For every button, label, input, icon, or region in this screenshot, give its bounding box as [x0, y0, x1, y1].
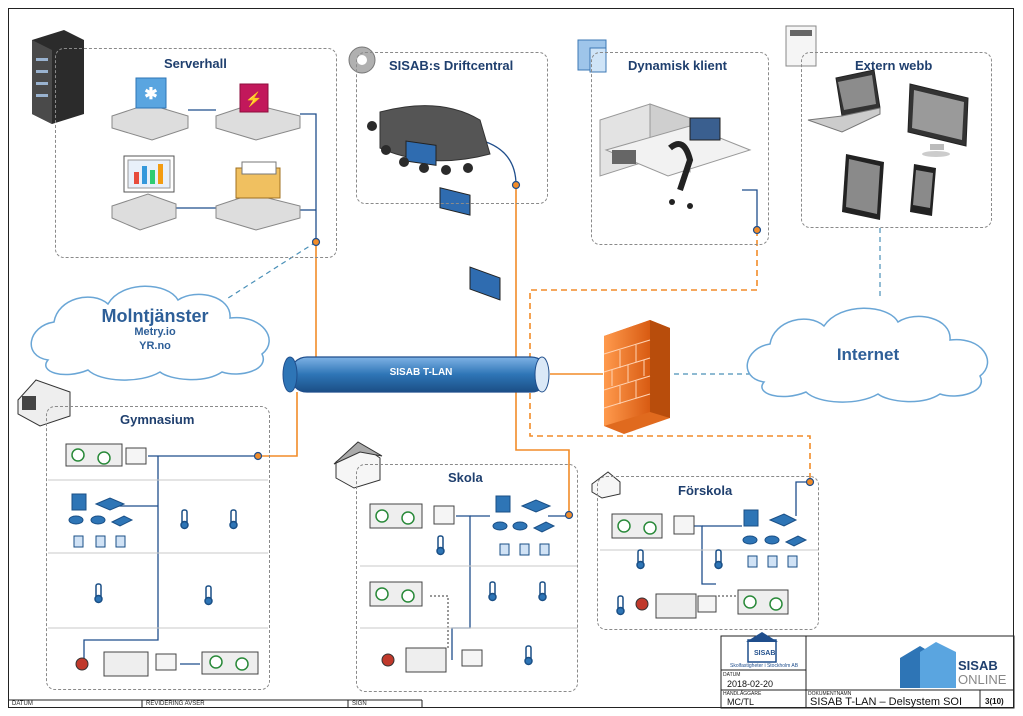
- skola-title: Skola: [448, 470, 483, 485]
- serverhall-title: Serverhall: [164, 56, 227, 71]
- laptop-icon: [807, 69, 881, 133]
- skola-ventilation-unit-3: [381, 647, 483, 673]
- handlaggare-label: HANDLÄGGARE: [723, 691, 762, 697]
- moln-line2: YR.no: [139, 340, 171, 352]
- zone-driftcentral: [356, 52, 548, 204]
- skola-ventilation-unit-2: [369, 581, 423, 607]
- forskola-equipment-group: [742, 509, 808, 568]
- revision-datum: DATUM: [12, 701, 33, 707]
- firewall-icon: [603, 320, 670, 434]
- revision-revidering: REVIDERING AVSER: [146, 701, 205, 707]
- internet-cloud: [746, 307, 989, 403]
- forskola-sensor-icons: [616, 549, 723, 616]
- dokument-value: SISAB T-LAN – Delsystem SOI: [810, 696, 963, 708]
- zone-gymnasium: [46, 406, 270, 690]
- forskola-title: Förskola: [678, 483, 733, 498]
- skola-sensor-icons: [436, 535, 547, 666]
- phone-icon: [910, 164, 936, 216]
- svg-text:⚡: ⚡: [245, 91, 262, 108]
- server-box-icon-1: ✱: [111, 77, 189, 141]
- zone-skola: [356, 464, 578, 692]
- handlaggare-value: MC/TL: [727, 697, 754, 707]
- blue-dashed-links: [224, 228, 881, 375]
- small-house-icon: [591, 471, 621, 499]
- brand-line2: ONLINE: [958, 672, 1007, 687]
- skola-ventilation-unit-1: [369, 503, 455, 529]
- page-value: 3(10): [985, 697, 1004, 706]
- zone-dynamisk: [591, 52, 769, 245]
- title-block-lines: [720, 635, 1015, 709]
- datum-value: 2018-02-20: [727, 679, 774, 689]
- server-rack-icon: [32, 30, 84, 124]
- control-room-icon: [367, 105, 501, 301]
- driftcentral-title: SISAB:s Driftcentral: [389, 58, 514, 73]
- zone-forskola: [597, 476, 819, 630]
- sisab-logo-icon: [746, 632, 778, 663]
- zone-serverhall: [55, 48, 337, 258]
- skola-equipment-group: [492, 495, 556, 556]
- building-icon: [17, 379, 71, 427]
- forskola-lines: [694, 481, 810, 585]
- server-box-icon-2: ⚡: [215, 83, 301, 141]
- forskola-ventilation-unit-1: [611, 513, 695, 539]
- dokument-label: DOKUMENTNAMN: [808, 691, 852, 697]
- orange-links: [258, 185, 603, 515]
- gym-ventilation-unit-2: [75, 651, 259, 677]
- server-box-icon-4: [215, 161, 301, 231]
- tlan-label: SISAB T-LAN: [389, 367, 453, 378]
- moln-cloud: [30, 285, 270, 381]
- externwebb-title: Extern webb: [855, 58, 933, 73]
- moln-line1: Metry.io: [134, 326, 176, 338]
- sisab-online-logo-icon: [900, 642, 956, 688]
- gymnasium-title: Gymnasium: [120, 412, 195, 427]
- logo-caption: Skolfastigheter i Stockholm AB: [730, 663, 799, 669]
- zone-externwebb: [801, 52, 992, 228]
- drawing-frame: [8, 8, 1014, 708]
- server-box-icon-3: [111, 155, 177, 231]
- workstation-icon: [599, 103, 752, 209]
- monitor-icon: [907, 83, 969, 157]
- logo-name: SISAB: [754, 650, 776, 657]
- gymnasium-lines: [83, 455, 258, 665]
- brand-line1: SISAB: [958, 658, 998, 673]
- tablet-icon: [842, 154, 884, 220]
- moln-title: Molntjänster: [101, 306, 209, 326]
- gym-sensor-icons: [94, 509, 238, 606]
- server-lines: [176, 109, 317, 242]
- svg-text:✱: ✱: [144, 86, 157, 103]
- revision-bar: [8, 699, 423, 708]
- gym-equipment-group: [68, 493, 134, 548]
- datum-label: DATUM: [723, 672, 741, 678]
- revision-sign: SIGN: [352, 701, 367, 707]
- gym-ventilation-unit-1: [65, 443, 147, 467]
- tlan-pipe: [282, 356, 550, 393]
- dynamisk-title: Dynamisk klient: [628, 58, 727, 73]
- internet-label: Internet: [836, 345, 900, 364]
- forskola-ventilation-unit-2: [635, 589, 789, 619]
